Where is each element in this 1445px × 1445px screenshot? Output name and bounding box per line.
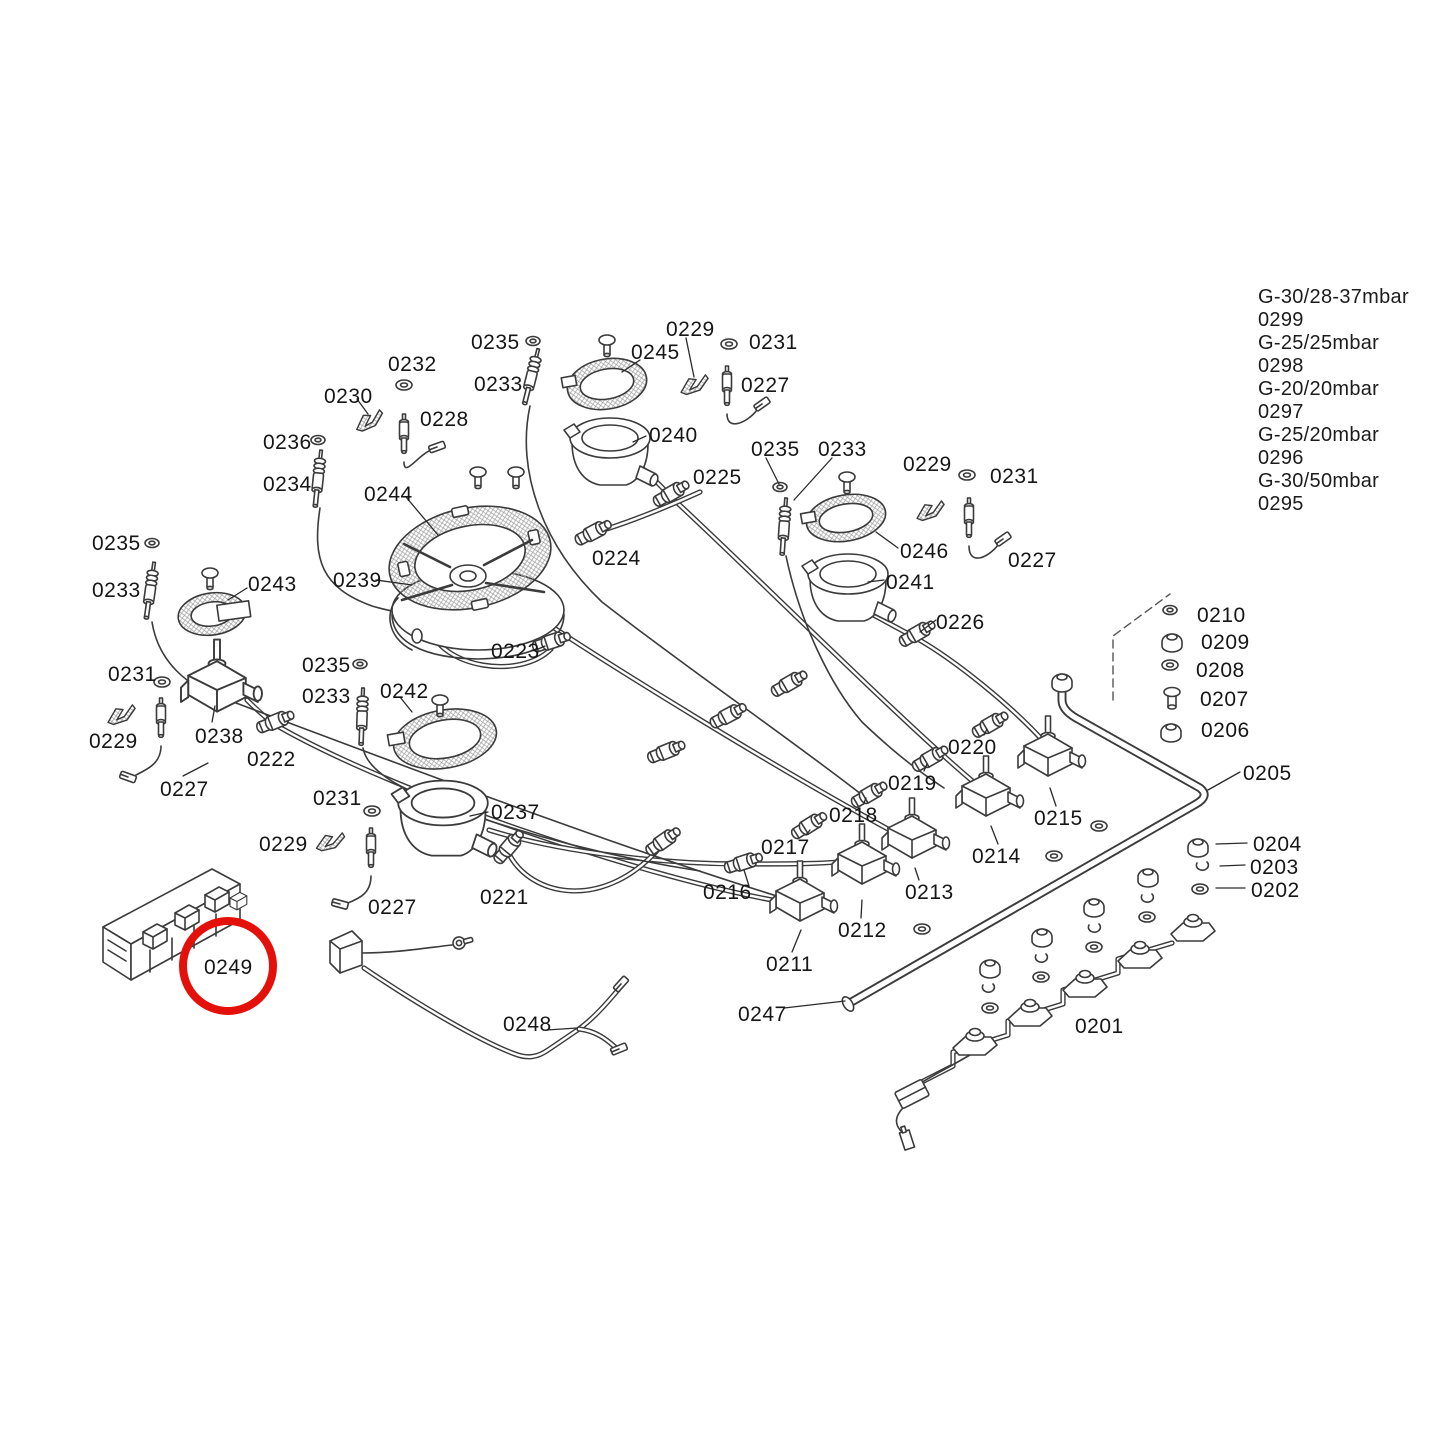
part-label-0227: 0227 xyxy=(741,374,790,397)
part-label-0206: 0206 xyxy=(1201,719,1250,742)
part-label-0233: 0233 xyxy=(474,373,523,396)
burner-cup-0240 xyxy=(563,417,661,488)
part-label-0210: 0210 xyxy=(1197,604,1246,627)
valve-0213 xyxy=(881,797,951,859)
part-label-0235: 0235 xyxy=(92,532,141,555)
gas-pressure-line: 0295 xyxy=(1258,493,1304,515)
part-label-0243: 0243 xyxy=(248,573,297,596)
part-label-0235: 0235 xyxy=(751,438,800,461)
part-label-0229: 0229 xyxy=(666,318,715,341)
part-label-0226: 0226 xyxy=(936,611,985,634)
part-label-0231: 0231 xyxy=(108,663,157,686)
gas-pressure-line: 0299 xyxy=(1258,309,1304,331)
part-label-0225: 0225 xyxy=(693,466,742,489)
part-label-0201: 0201 xyxy=(1075,1015,1124,1038)
gas-pressure-line: G-30/50mbar xyxy=(1258,470,1380,492)
part-label-0224: 0224 xyxy=(592,547,641,570)
part-label-0235: 0235 xyxy=(302,654,351,677)
part-label-0228: 0228 xyxy=(420,408,469,431)
gasket-0242 xyxy=(386,708,498,770)
part-label-0221: 0221 xyxy=(480,886,529,909)
manifold-pipe-0205 xyxy=(841,673,1209,1012)
part-label-0231: 0231 xyxy=(749,331,798,354)
valve-0214 xyxy=(955,755,1025,817)
part-label-0213: 0213 xyxy=(905,881,954,904)
gas-pressure-line: 0298 xyxy=(1258,355,1304,377)
part-label-0244: 0244 xyxy=(364,483,413,506)
part-label-0246: 0246 xyxy=(900,540,949,563)
gas-pressure-line: G-25/20mbar xyxy=(1258,424,1380,446)
part-label-0231: 0231 xyxy=(990,465,1039,488)
gasket-0245 xyxy=(560,357,648,411)
valve-0211 xyxy=(769,860,839,922)
part-label-0204: 0204 xyxy=(1253,833,1302,856)
construction-dashes xyxy=(1112,593,1171,701)
igniter-plug xyxy=(898,1125,916,1151)
part-label-0223: 0223 xyxy=(491,640,540,663)
part-label-0240: 0240 xyxy=(649,424,698,447)
gas-pressure-line: G-25/25mbar xyxy=(1258,332,1380,354)
part-label-0229: 0229 xyxy=(903,453,952,476)
gas-pressure-line: G-20/20mbar xyxy=(1258,378,1380,400)
part-label-0211: 0211 xyxy=(766,953,814,976)
harness-0248-connector xyxy=(329,930,363,974)
gas-pressure-line: 0296 xyxy=(1258,447,1304,469)
part-label-0215: 0215 xyxy=(1034,807,1083,830)
gasket-0246 xyxy=(799,493,887,543)
part-label-0231: 0231 xyxy=(313,787,362,810)
part-label-0214: 0214 xyxy=(972,845,1021,868)
part-label-0227: 0227 xyxy=(1008,549,1057,572)
part-label-0233: 0233 xyxy=(302,685,351,708)
part-label-0216: 0216 xyxy=(703,881,752,904)
burner-cup-0237 xyxy=(390,779,500,859)
part-label-0241: 0241 xyxy=(886,571,935,594)
part-label-0234: 0234 xyxy=(263,473,312,496)
gasket-0243 xyxy=(177,591,252,637)
part-label-0207: 0207 xyxy=(1200,688,1249,711)
part-label-0220: 0220 xyxy=(948,736,997,759)
gas-pressure-line: G-30/28-37mbar xyxy=(1258,286,1409,308)
part-label-0203: 0203 xyxy=(1250,856,1299,879)
wok-burner-spokes xyxy=(400,538,546,602)
part-label-0238: 0238 xyxy=(195,725,244,748)
harness-connector xyxy=(894,1079,930,1109)
part-label-0233: 0233 xyxy=(92,579,141,602)
part-label-0236: 0236 xyxy=(263,431,312,454)
part-label-0235: 0235 xyxy=(471,331,520,354)
burner-cup-0241 xyxy=(801,553,899,624)
part-label-0247: 0247 xyxy=(738,1003,787,1026)
ignition-harness-0201 xyxy=(894,940,1175,1151)
part-label-0217: 0217 xyxy=(761,836,810,859)
highlight-circle-0249 xyxy=(179,917,277,1015)
part-label-0242: 0242 xyxy=(380,680,429,703)
part-label-0219: 0219 xyxy=(888,772,937,795)
wok-ring-0244 xyxy=(388,505,552,611)
leader-lines xyxy=(182,337,1248,1031)
part-label-0222: 0222 xyxy=(247,748,296,771)
part-label-0232: 0232 xyxy=(388,353,437,376)
part-label-0233: 0233 xyxy=(818,438,867,461)
part-label-0212: 0212 xyxy=(838,919,887,942)
part-label-0229: 0229 xyxy=(259,833,308,856)
part-label-0245: 0245 xyxy=(631,341,680,364)
part-label-0218: 0218 xyxy=(829,804,878,827)
part-label-0205: 0205 xyxy=(1243,762,1292,785)
part-label-0227: 0227 xyxy=(160,778,209,801)
gas-pressure-line: 0297 xyxy=(1258,401,1304,423)
part-label-0227: 0227 xyxy=(368,896,417,919)
part-label-0209: 0209 xyxy=(1201,631,1250,654)
part-label-0248: 0248 xyxy=(503,1013,552,1036)
gas-valves xyxy=(180,638,1087,922)
part-label-0237: 0237 xyxy=(491,801,540,824)
part-label-0208: 0208 xyxy=(1196,659,1245,682)
harness-0248 xyxy=(329,930,630,1060)
part-label-0239: 0239 xyxy=(333,569,382,592)
part-label-0202: 0202 xyxy=(1251,879,1300,902)
part-label-0230: 0230 xyxy=(324,385,373,408)
part-label-0229: 0229 xyxy=(89,730,138,753)
thermocouple-wires xyxy=(135,405,999,904)
